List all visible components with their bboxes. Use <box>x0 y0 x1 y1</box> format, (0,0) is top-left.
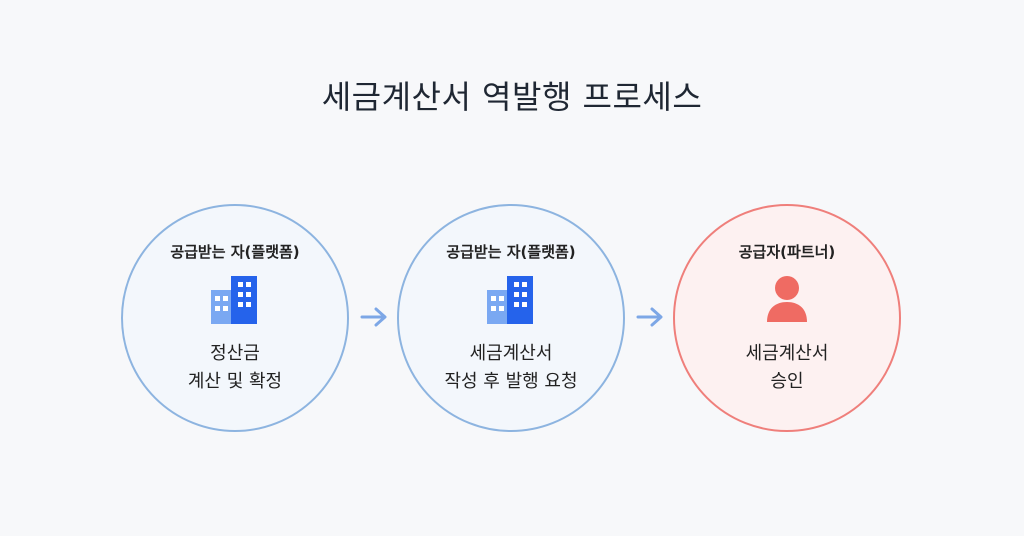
building-icon <box>485 274 537 326</box>
diagram-title: 세금계산서 역발행 프로세스 <box>321 78 703 116</box>
arrow-right-icon <box>359 306 389 328</box>
step-desc-line2: 작성 후 발행 요청 <box>444 371 578 392</box>
step-desc-line1: 세금계산서 <box>745 343 829 364</box>
step-description: 정산금 계산 및 확정 <box>188 340 282 396</box>
step-desc-line1: 정산금 <box>210 343 260 364</box>
step-role-label: 공급자(파트너) <box>738 243 836 261</box>
step-platform-settlement: 공급받는 자(플랫폼) 정산금 계산 및 확정 <box>121 204 349 432</box>
building-icon <box>209 274 261 326</box>
arrow-right-icon <box>635 306 665 328</box>
step-desc-line2: 계산 및 확정 <box>187 371 283 392</box>
step-desc-line1: 세금계산서 <box>469 343 553 364</box>
step-role-label: 공급받는 자(플랫폼) <box>170 243 300 261</box>
step-role-label: 공급받는 자(플랫폼) <box>446 243 576 261</box>
step-description: 세금계산서 승인 <box>746 340 829 396</box>
person-icon <box>761 274 813 326</box>
step-description: 세금계산서 작성 후 발행 요청 <box>444 340 577 396</box>
step-desc-line2: 승인 <box>770 371 804 392</box>
step-partner-approval: 공급자(파트너) 세금계산서 승인 <box>673 204 901 432</box>
step-platform-issue-request: 공급받는 자(플랫폼) 세금계산서 작성 후 발행 요청 <box>397 204 625 432</box>
